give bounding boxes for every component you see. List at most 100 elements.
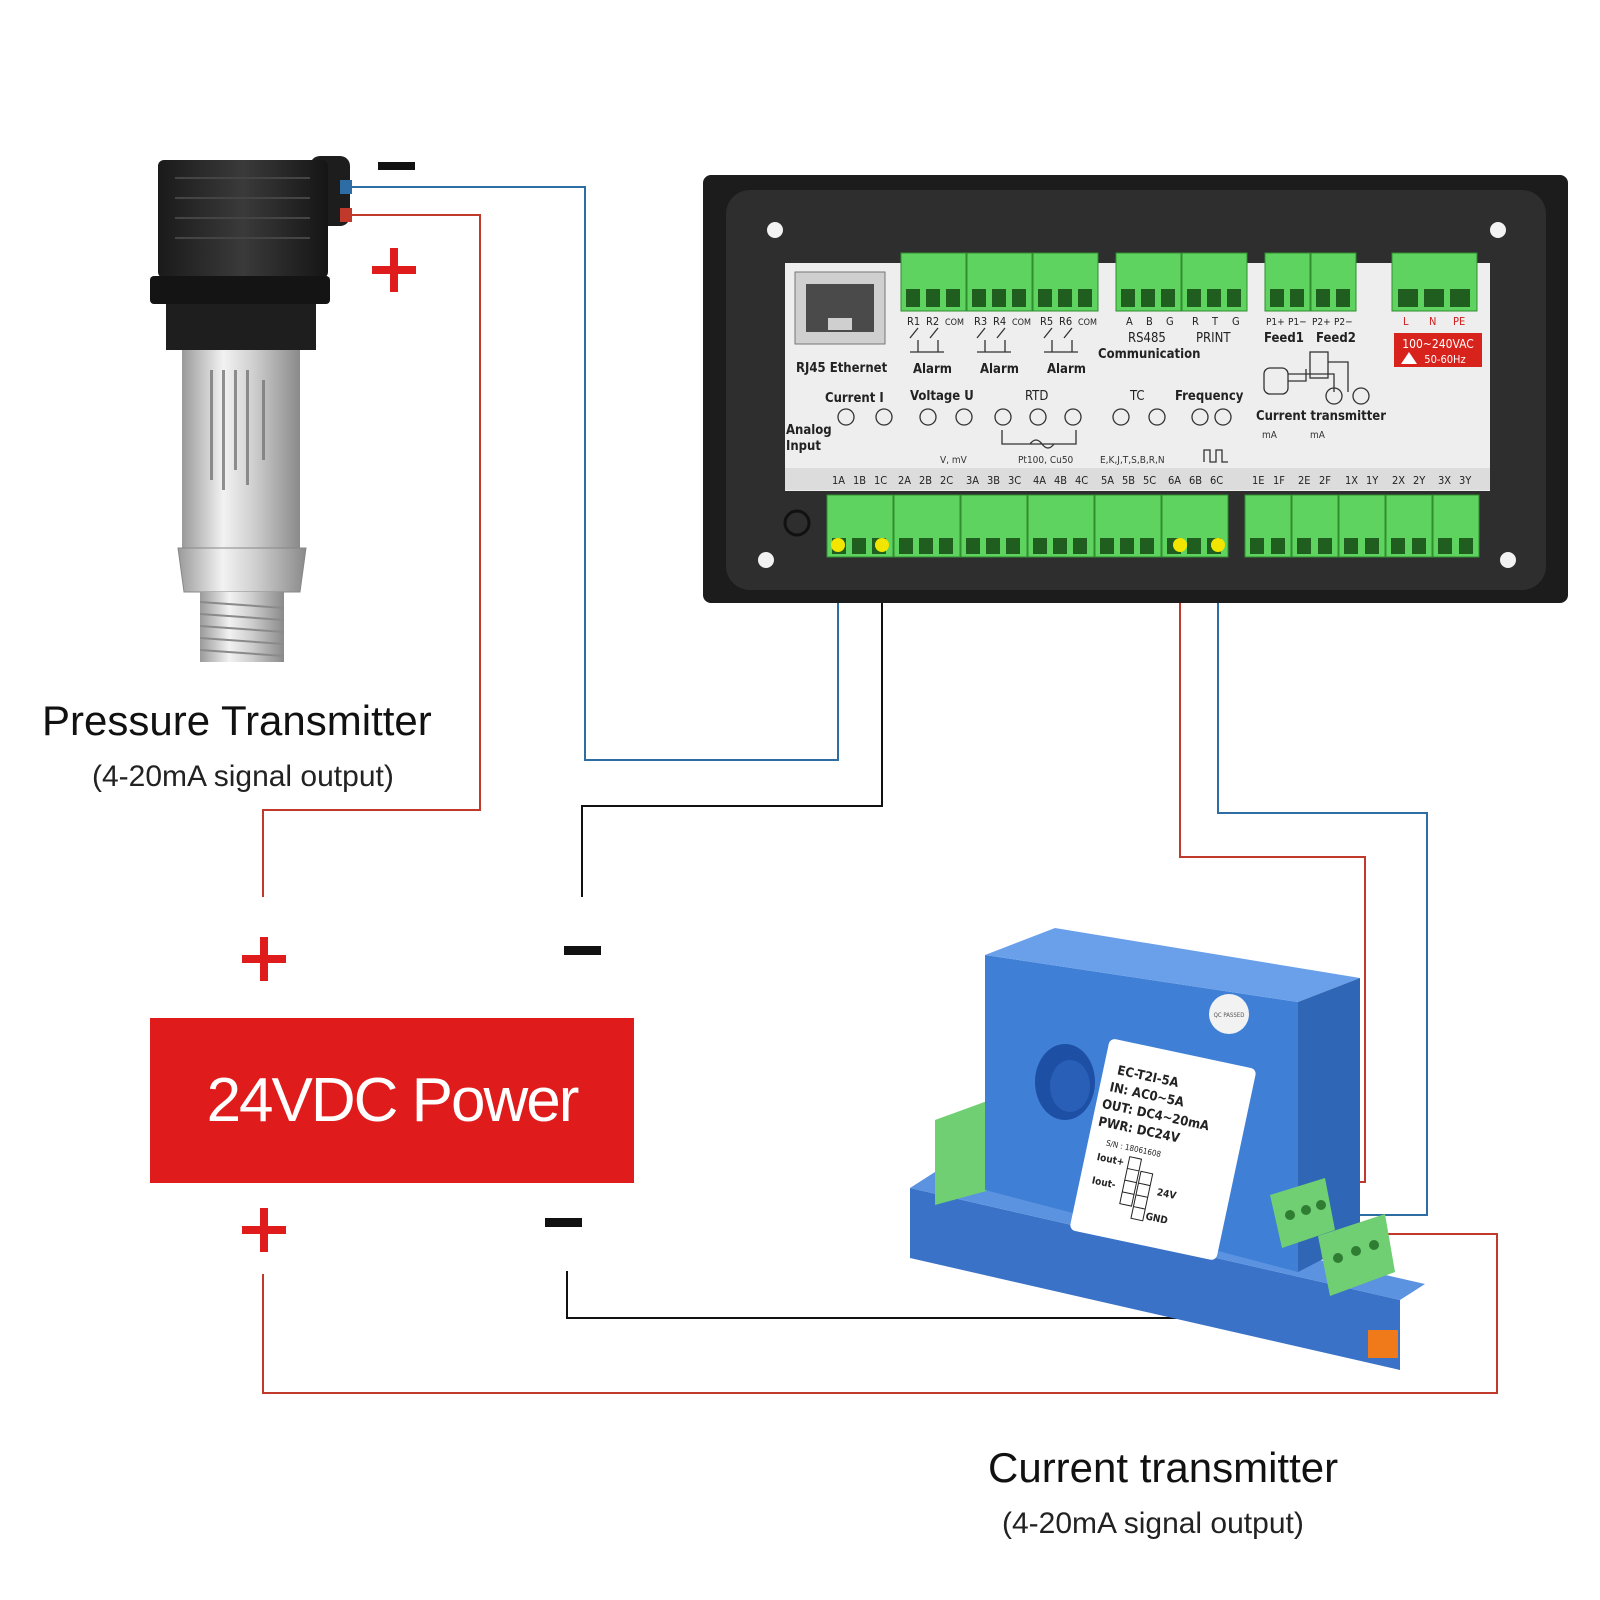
current-input-label: Current I [825,391,884,406]
terminal-label: 6B [1189,474,1202,487]
terminal-label: R [1192,315,1199,328]
terminal-label: 3X [1438,474,1451,487]
terminal-label: 4B [1054,474,1067,487]
current-transmitter-label-panel: Current transmitter [1256,409,1386,424]
wire-pressure-plus [262,214,481,897]
pressure-transmitter-device [150,156,352,662]
plus-sign-pressure [372,248,416,292]
terminal-label: 3A [966,474,979,487]
terminal-label: 1C [874,474,887,487]
warning-icon [1401,352,1417,364]
terminal-label: L [1403,315,1409,328]
communication-label: Communication [1098,347,1200,362]
bottom-terminal-names: 1A 1B 1C 2A 2B 2C 3A 3B 3C 4A 4B 4C 5A 5… [832,474,1472,487]
terminal-label: P2− [1334,317,1353,328]
rtd-input-label: RTD [1025,389,1048,404]
terminal-label: 3Y [1459,474,1472,487]
feed-schematic [1263,351,1370,405]
alarm-label: Alarm [980,362,1019,377]
rs485-label: RS485 [1128,331,1166,346]
current-transmitter-title: Current transmitter [988,1444,1338,1491]
terminal-label: 1E [1252,474,1265,487]
terminal-label: 2Y [1413,474,1426,487]
terminal-label: R5 [1040,315,1053,328]
units-ma: mA [1262,430,1278,441]
power-supply-label: 24VDC Power [207,1066,579,1135]
terminal-label: G [1166,315,1174,328]
wire-power-plus-bottom [262,1233,1498,1394]
qc-sticker [1209,994,1249,1034]
pressure-transmitter-body [182,350,300,548]
alarm-label: Alarm [1047,362,1086,377]
terminal-label: 3B [987,474,1000,487]
screw [1490,222,1506,238]
terminal-label: 2C [940,474,953,487]
terminal-label: 4C [1075,474,1088,487]
terminal-label: A [1126,315,1133,328]
terminal-label: P1+ [1266,317,1285,328]
minus-sign-pressure [378,162,415,170]
terminal-label: 1X [1345,474,1358,487]
terminal-label: R4 [993,315,1006,328]
units-v: V, mV [940,455,968,466]
terminal-label: COM [945,318,964,328]
top-terminal-screws [906,289,1470,307]
pressure-transmitter-title: Pressure Transmitter [42,697,432,744]
terminal-label: 5C [1143,474,1156,487]
power-rating-frequency: 50-60Hz [1424,353,1465,366]
minus-sign-power-bottom [545,1218,582,1227]
plus-sign-power-top [242,937,286,981]
wire-current-iout-minus [1217,545,1428,1216]
power-supply-box [150,1018,634,1183]
screw [758,552,774,568]
feed2-label: Feed2 [1316,331,1356,346]
current-transmitter-subtitle: (4-20mA signal output) [1002,1507,1304,1540]
plus-sign-power-bottom [242,1208,286,1252]
terminal-label: 1Y [1366,474,1379,487]
wire-pressure-minus [350,186,839,761]
terminal-label: P1− [1288,317,1307,328]
ct-pin-gnd: GND [1144,1211,1168,1226]
terminal-label: COM [1012,318,1031,328]
polarity-signs [242,162,601,1252]
print-label: PRINT [1196,331,1231,346]
relay-symbols [909,327,1078,353]
units-ma: mA [1310,430,1326,441]
terminal-label: 1F [1273,474,1285,487]
terminal-label: T [1211,315,1219,328]
terminal-label: 4A [1033,474,1046,487]
power-rating-voltage: 100~240VAC [1402,337,1474,351]
terminal-label: R3 [974,315,987,328]
current-transmitter-device: QC PASSED EC-T2I-5A IN: AC0~5A OUT: DC4~… [910,928,1425,1370]
connection-dot-6c [1211,538,1225,552]
terminal-label: R2 [926,315,939,328]
terminal-label: 2A [898,474,911,487]
wire-controller-1c [581,545,883,897]
wires [262,186,1498,1394]
ct-iout-minus: Iout- [1091,1175,1117,1191]
terminal-label: 6A [1168,474,1181,487]
terminal-label: 5B [1122,474,1135,487]
terminal-label: COM [1078,318,1097,328]
terminal-label: 1B [853,474,866,487]
connection-dot-6a [1173,538,1187,552]
terminal-label: R1 [907,315,920,328]
terminal-label: 6C [1210,474,1223,487]
current-transmitter-label [1070,1039,1256,1260]
qc-sticker-text: QC PASSED [1214,1012,1245,1019]
minus-sign-power-top [564,946,601,955]
feed1-label: Feed1 [1264,331,1304,346]
terminal-label: R6 [1059,315,1072,328]
rj45-port[interactable] [794,271,886,345]
connection-dot-1c [875,538,889,552]
input-circle-markers [837,408,1232,463]
terminal-label: N [1429,315,1436,328]
terminal-label: P2+ [1312,317,1331,328]
terminal-label: 2F [1319,474,1331,487]
terminal-label: B [1146,315,1153,328]
controller-device: RJ45 Ethernet R1 R2 COM R3 [703,175,1568,603]
ct-pin-24v: 24V [1156,1187,1177,1202]
frequency-input-label: Frequency [1175,389,1244,404]
voltage-input-label: Voltage U [910,389,974,404]
